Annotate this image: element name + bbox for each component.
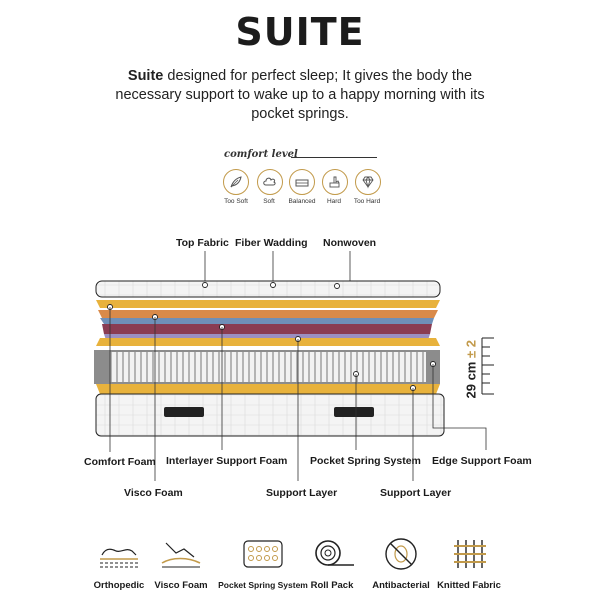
callout-top-fabric: Top Fabric bbox=[176, 237, 229, 249]
callout-visco-foam: Visco Foam bbox=[124, 487, 183, 499]
support-layer-bottom bbox=[96, 384, 440, 394]
feature-label-antibacterial: Antibacterial bbox=[372, 580, 430, 591]
level-label-too-hard: Too Hard bbox=[353, 198, 381, 205]
fiber-wadding-layer bbox=[98, 310, 438, 318]
feature-label-roll-pack: Roll Pack bbox=[310, 580, 354, 591]
diamond-icon bbox=[355, 169, 381, 195]
bed-icon bbox=[289, 169, 315, 195]
callout-fiber-wadding: Fiber Wadding bbox=[235, 237, 308, 249]
callout-support-layer-2: Support Layer bbox=[380, 487, 452, 499]
feature-label-orthopedic: Orthopedic bbox=[93, 580, 145, 591]
callout-support-layer-1: Support Layer bbox=[266, 487, 338, 499]
level-label-hard: Hard bbox=[326, 198, 342, 205]
feature-label-knitted-fabric: Knitted Fabric bbox=[437, 580, 501, 591]
callout-comfort-foam: Comfort Foam bbox=[84, 456, 156, 468]
page-title: SUITE bbox=[235, 10, 365, 54]
nonwoven-layer bbox=[96, 300, 440, 308]
intro-text: designed for perfect sleep; It gives the… bbox=[115, 68, 485, 122]
level-label-balanced: Balanced bbox=[288, 198, 316, 205]
feature-label-pocket-spring-system: Pocket Spring System bbox=[218, 580, 308, 590]
mattress-base bbox=[95, 393, 445, 437]
comfort-foam-layer bbox=[100, 318, 434, 324]
callout-nonwoven: Nonwoven bbox=[323, 237, 377, 249]
height-tolerance: ± 2 bbox=[463, 340, 479, 358]
intro-paragraph: Suite designed for perfect sleep; It giv… bbox=[100, 67, 500, 124]
antibacterial-icon bbox=[376, 534, 426, 574]
spring-block-icon bbox=[238, 534, 288, 574]
level-label-soft: Soft bbox=[263, 198, 275, 205]
feather-icon bbox=[223, 169, 249, 195]
orthopedic-icon bbox=[94, 534, 144, 574]
height-label: 29 cm ± 2 bbox=[436, 340, 506, 398]
callout-edge-support-foam: Edge Support Foam bbox=[432, 455, 532, 467]
support-layer-top bbox=[96, 338, 440, 346]
pocket-spring-layer bbox=[110, 352, 426, 382]
top-fabric-layer bbox=[95, 280, 441, 298]
callout-interlayer-support-foam: Interlayer Support Foam bbox=[166, 455, 288, 467]
height-value: 29 cm bbox=[463, 361, 479, 399]
roll-pack-icon bbox=[308, 534, 358, 574]
visco-foam-layer bbox=[102, 324, 432, 334]
cloud-icon bbox=[257, 169, 283, 195]
handle-left bbox=[164, 407, 204, 417]
comfort-level-rule bbox=[291, 157, 377, 158]
level-label-too-soft: Too Soft bbox=[224, 198, 248, 205]
comfort-level-heading: comfort level bbox=[224, 149, 298, 160]
knitted-fabric-icon bbox=[444, 534, 494, 574]
callout-pocket-spring-system: Pocket Spring System bbox=[310, 455, 421, 467]
handle-right bbox=[334, 407, 374, 417]
intro-brand: Suite bbox=[127, 68, 164, 84]
feature-label-visco-foam: Visco Foam bbox=[154, 580, 208, 591]
hand-press-icon bbox=[322, 169, 348, 195]
visco-hand-icon bbox=[156, 534, 206, 574]
